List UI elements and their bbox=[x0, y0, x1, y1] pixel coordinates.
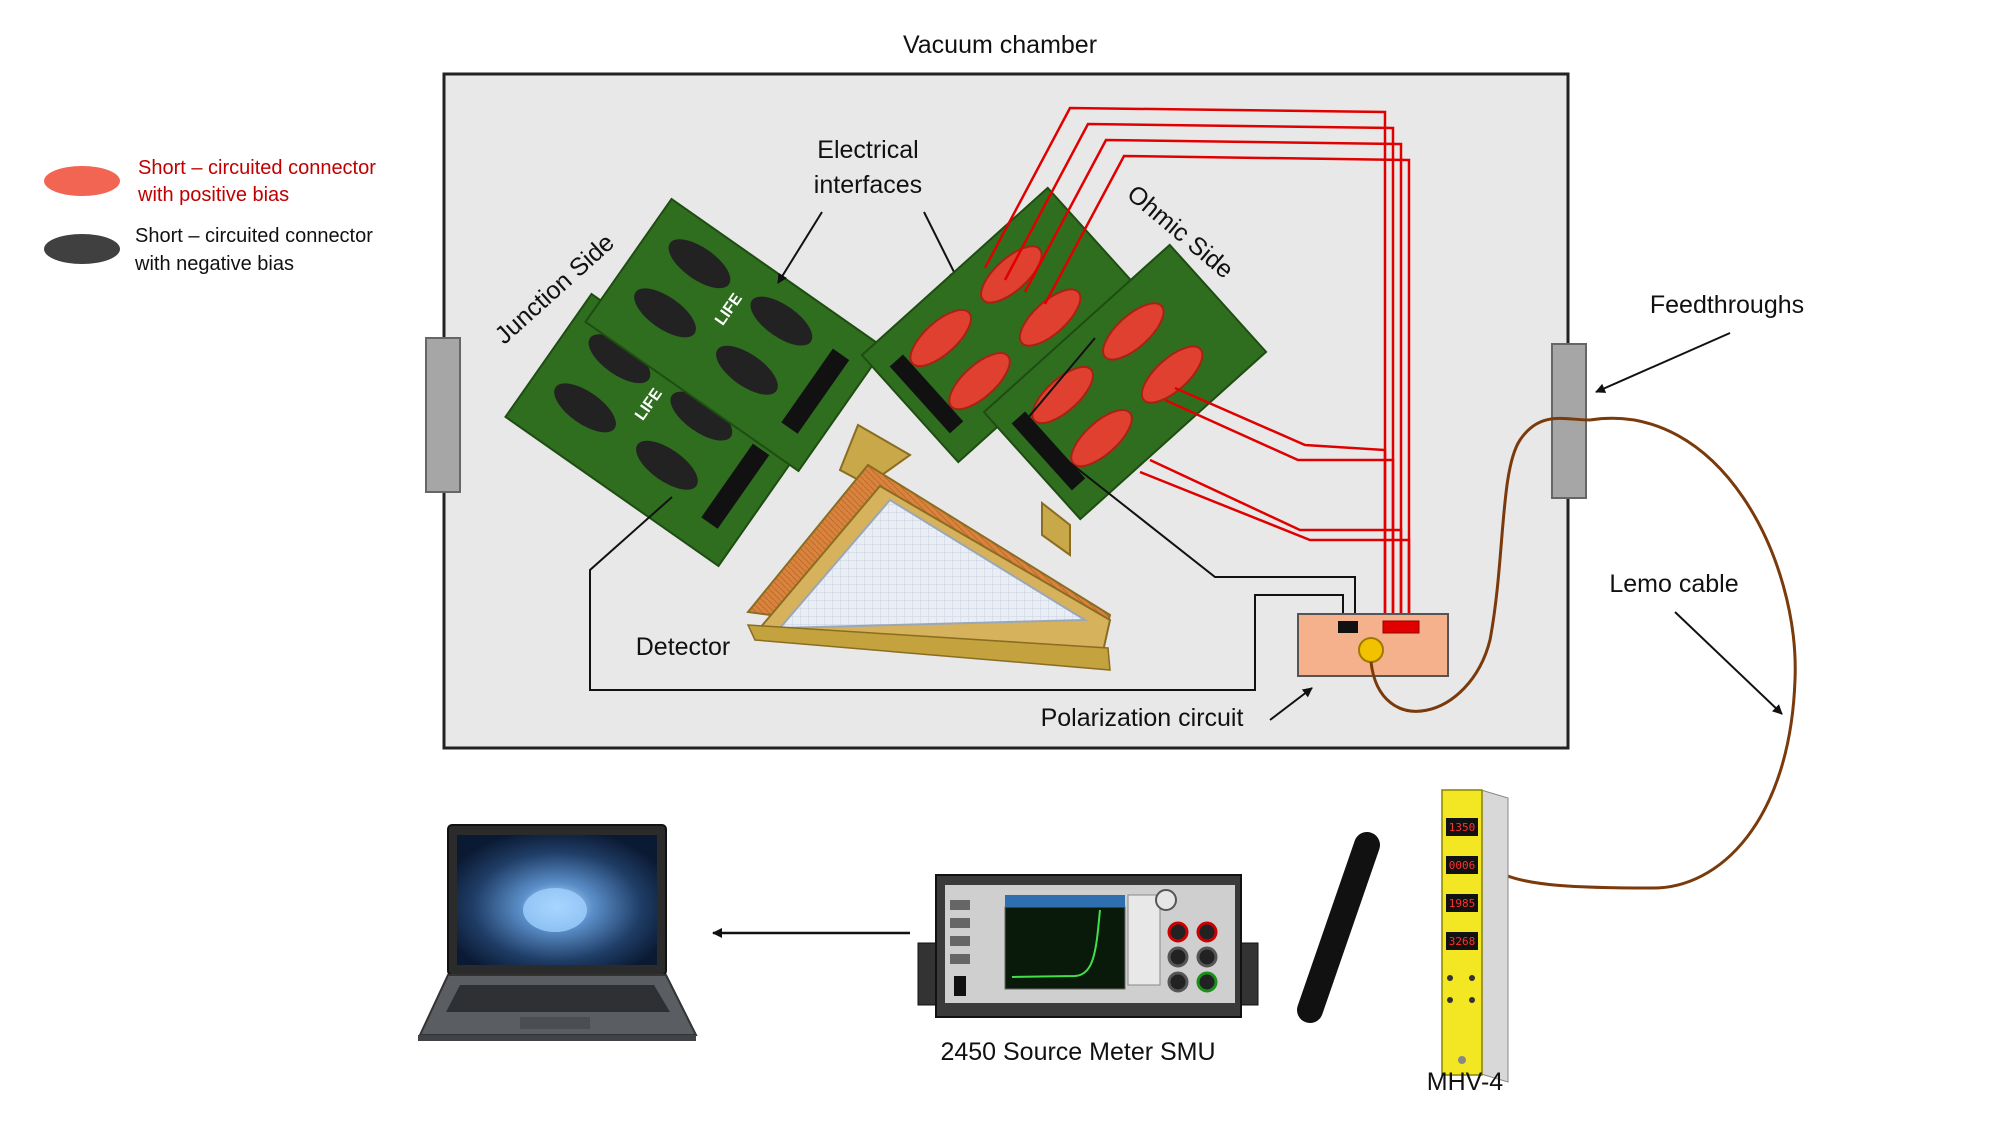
lemo-cable bbox=[1369, 416, 1797, 890]
smu-iv-curve bbox=[1011, 909, 1101, 978]
junction-board-back: LIFE bbox=[584, 197, 886, 473]
ohmic-board-back bbox=[860, 186, 1146, 464]
mhv4-channel-1: 1350 bbox=[1449, 821, 1476, 834]
mhv4-module-icon: 1350 0006 1985 3268 bbox=[1441, 789, 1509, 1083]
legend-item-positive: Short – circuited connector with positiv… bbox=[44, 157, 376, 206]
electrical-interfaces-label-line2: interfaces bbox=[814, 171, 922, 199]
negative-bias-wires bbox=[589, 337, 1356, 691]
mhv4-channel-2: 0006 bbox=[1449, 859, 1476, 872]
left-feedthrough bbox=[425, 337, 461, 493]
feedthroughs-label: Feedthroughs bbox=[1650, 291, 1804, 319]
positive-connector bbox=[1382, 620, 1420, 634]
detector-icon bbox=[746, 423, 1112, 671]
lemo-cable-arrow bbox=[1674, 611, 1783, 715]
electrical-interfaces-arrow-left bbox=[777, 211, 823, 284]
legend: Short – circuited connector with positiv… bbox=[44, 157, 376, 275]
laptop-icon bbox=[418, 824, 698, 1041]
legend-positive-line2: with positive bias bbox=[137, 184, 289, 206]
electrical-interfaces-arrow-right bbox=[923, 211, 959, 281]
feedthroughs-arrow bbox=[1595, 332, 1731, 393]
chamber-title: Vacuum chamber bbox=[903, 31, 1097, 59]
detector-label: Detector bbox=[636, 633, 730, 661]
positive-bias-wires bbox=[983, 106, 1411, 622]
junction-board-front: LIFE bbox=[504, 292, 806, 568]
mhv4-channel-3: 1985 bbox=[1449, 897, 1476, 910]
positive-bias-swatch-icon bbox=[44, 166, 120, 196]
polarization-circuit-label: Polarization circuit bbox=[1041, 704, 1244, 732]
legend-item-negative: Short – circuited connector with negativ… bbox=[44, 225, 373, 275]
electrical-interfaces-label-line1: Electrical bbox=[817, 136, 918, 164]
negative-connector bbox=[1338, 621, 1358, 633]
legend-negative-line2: with negative bias bbox=[134, 253, 294, 275]
smu-label: 2450 Source Meter SMU bbox=[940, 1038, 1215, 1066]
negative-bias-swatch-icon bbox=[44, 234, 120, 264]
polarization-circuit-arrow bbox=[1269, 687, 1313, 721]
legend-negative-line1: Short – circuited connector bbox=[135, 225, 373, 247]
source-meter-icon bbox=[917, 874, 1259, 1018]
cable-icon bbox=[1297, 832, 1380, 1023]
mhv4-channel-4: 3268 bbox=[1449, 935, 1476, 948]
legend-positive-line1: Short – circuited connector bbox=[138, 157, 376, 179]
lemo-connector-icon bbox=[1358, 637, 1384, 663]
mhv4-label: MHV-4 bbox=[1427, 1068, 1504, 1096]
lemo-cable-label: Lemo cable bbox=[1609, 570, 1738, 598]
